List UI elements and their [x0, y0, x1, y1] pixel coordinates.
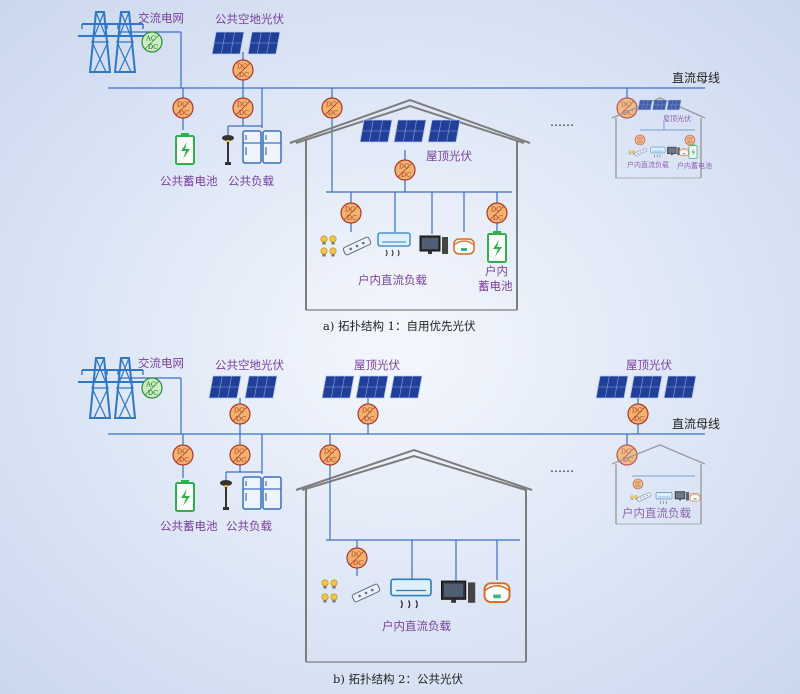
topology-1: 交流电网 公共空地光伏 直流母线 公共蓄电池 公共负载 屋顶光伏 — [77, 11, 720, 333]
caption-b: b) 拓扑结构 2：公共光伏 — [333, 672, 463, 686]
battery-icon — [487, 230, 507, 263]
dc-dc-converter-icon — [229, 444, 251, 466]
grid-label: 交流电网 — [138, 356, 184, 370]
mini-indoor-label: 户内直流负载 — [622, 506, 691, 520]
rooftop-pv-label: 屋顶光伏 — [426, 149, 472, 163]
battery-icon — [175, 479, 195, 512]
pv-panel-icon — [247, 31, 281, 55]
public-battery-label: 公共蓄电池 — [160, 174, 218, 188]
dc-dc-converter-icon — [229, 403, 251, 425]
computer-icon — [419, 235, 449, 255]
rice-cooker-icon — [453, 238, 475, 255]
public-load-label: 公共负载 — [226, 519, 272, 533]
dc-bus-label: 直流母线 — [672, 71, 720, 85]
pv-panel-icon — [389, 375, 423, 399]
ellipsis: …… — [550, 115, 574, 129]
battery-icon — [175, 132, 195, 165]
ellipsis: …… — [550, 461, 574, 475]
dc-dc-converter-icon — [340, 202, 362, 224]
dc-dc-converter-icon — [357, 403, 379, 425]
pv-panel-icon — [393, 119, 427, 143]
rice-cooker-icon — [483, 582, 511, 603]
dc-dc-converter-icon — [346, 547, 368, 569]
air-conditioner-icon — [390, 578, 432, 609]
pv-panel-icon — [244, 375, 278, 399]
mini-house: 户内直流负载 — [611, 444, 706, 525]
dc-dc-converter-icon — [232, 59, 254, 81]
computer-icon — [441, 580, 476, 604]
public-pv-label: 公共空地光伏 — [215, 358, 284, 372]
house-outline — [295, 448, 533, 663]
indoor-load-label: 户内直流负载 — [382, 619, 451, 633]
dc-dc-converter-icon — [172, 444, 194, 466]
dc-dc-converter-icon — [394, 159, 416, 181]
power-strip-icon — [342, 235, 372, 257]
pv-panel-icon — [321, 375, 355, 399]
pv-panel-icon — [359, 119, 393, 143]
public-battery-label: 公共蓄电池 — [160, 519, 218, 533]
ac-dc-converter-icon — [141, 31, 163, 53]
dc-dc-converter-icon — [321, 97, 343, 119]
ac-dc-converter-icon — [141, 377, 163, 399]
bulbs-icon — [320, 235, 337, 257]
pv-panel-icon — [629, 375, 663, 399]
dc-bus-label: 直流母线 — [672, 417, 720, 431]
household-battery-label: 蓄电池 — [478, 279, 513, 293]
rooftop-pv-label-2: 屋顶光伏 — [626, 358, 672, 372]
dc-dc-converter-icon — [627, 403, 649, 425]
fridge-icon — [262, 130, 282, 164]
mini-battery-label: 户内蓄电池 — [677, 161, 712, 170]
grid-label: 交流电网 — [138, 11, 184, 25]
street-lamp-icon — [221, 134, 235, 166]
pv-panel-icon — [595, 375, 629, 399]
mini-rooftop-label: 屋顶光伏 — [663, 114, 691, 123]
street-lamp-icon — [219, 479, 233, 511]
public-load-label: 公共负载 — [228, 174, 274, 188]
dc-dc-converter-icon — [319, 444, 341, 466]
household-battery-label: 户内 — [485, 264, 508, 278]
public-pv-label: 公共空地光伏 — [215, 12, 284, 26]
dc-dc-converter-icon — [172, 97, 194, 119]
mini-indoor-label: 户内直流负载 — [627, 160, 669, 169]
fridge-icon — [242, 476, 262, 510]
wires-top — [108, 31, 705, 234]
indoor-load-label: 户内直流负载 — [358, 273, 427, 287]
fridge-icon — [242, 130, 262, 164]
dc-dc-converter-icon — [486, 202, 508, 224]
dc-dc-converter-icon — [232, 97, 254, 119]
pv-panel-icon — [211, 31, 245, 55]
power-strip-icon — [351, 582, 381, 604]
fridge-icon — [262, 476, 282, 510]
bulbs-icon — [321, 579, 338, 603]
rooftop-pv-label-1: 屋顶光伏 — [354, 358, 400, 372]
pv-panel-icon — [355, 375, 389, 399]
house-outline — [289, 98, 531, 311]
pv-panel-icon — [427, 119, 461, 143]
pv-panel-icon — [208, 375, 242, 399]
caption-a: a) 拓扑结构 1：自用优先光伏 — [323, 319, 476, 333]
pv-panel-icon — [663, 375, 697, 399]
mini-house: 屋顶光伏 户内直流负载 户内蓄电池 — [611, 97, 712, 179]
topology-2: 交流电网 公共空地光伏 屋顶光伏 屋顶光伏 直流母线 公共蓄电池 公共负载 — [77, 356, 720, 686]
air-conditioner-icon — [377, 232, 411, 257]
